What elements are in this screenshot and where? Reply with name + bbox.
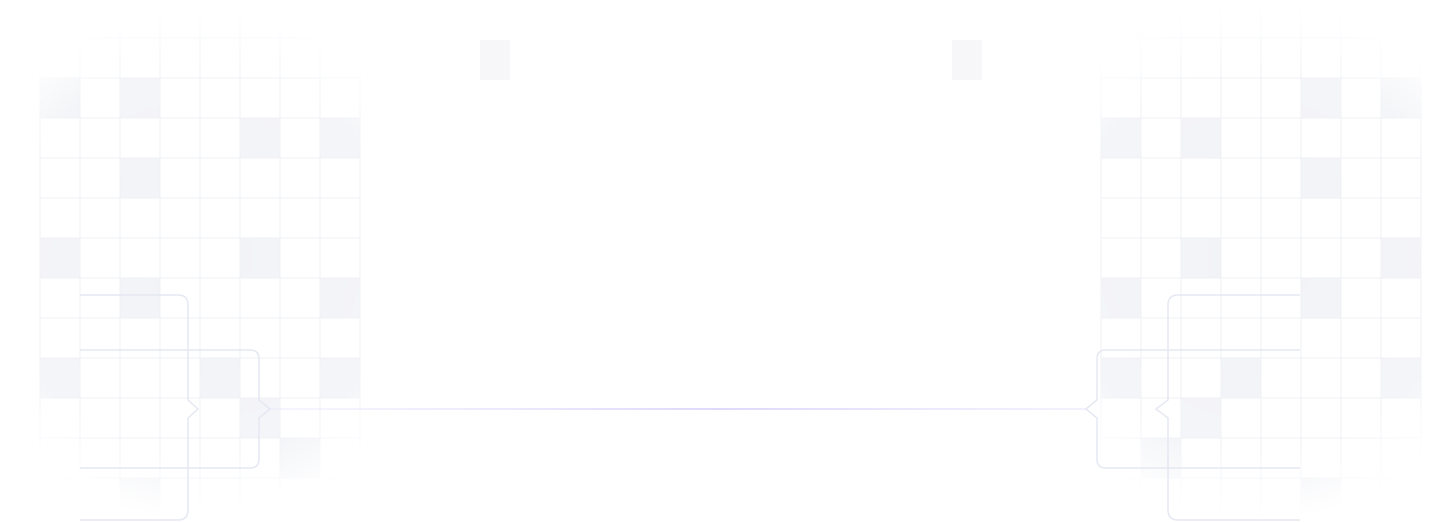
left-grid-cell xyxy=(40,238,80,278)
left-grid-cell xyxy=(320,358,360,398)
right-grid-cell xyxy=(1181,238,1221,278)
right-grid-cell xyxy=(1381,358,1421,398)
left-grid-cell xyxy=(240,238,280,278)
left-grid-cell xyxy=(120,278,160,318)
floating-cell xyxy=(480,40,510,80)
left-grid-cell xyxy=(240,118,280,158)
left-grid-cell xyxy=(40,358,80,398)
left-grid-cell xyxy=(200,358,240,398)
left-grid-pattern xyxy=(39,0,361,519)
left-grid-cell xyxy=(320,278,360,318)
right-grid-cell xyxy=(1101,358,1141,398)
right-grid-cell xyxy=(1101,118,1141,158)
right-grid-cell xyxy=(1301,78,1341,118)
left-grid-cell xyxy=(120,478,160,518)
right-grid-cell xyxy=(1381,238,1421,278)
left-outer-bracket xyxy=(80,294,200,521)
right-grid-cell xyxy=(1301,478,1341,518)
right-outer-bracket xyxy=(1154,294,1300,521)
left-grid-cell xyxy=(280,438,320,478)
right-grid-cell xyxy=(1141,438,1181,478)
right-grid-cell xyxy=(1181,398,1221,438)
left-grid-cell xyxy=(320,118,360,158)
right-grid-cell xyxy=(1181,118,1221,158)
right-grid-cell xyxy=(1221,358,1261,398)
right-grid-cell xyxy=(1381,78,1421,118)
left-grid-cell xyxy=(120,158,160,198)
left-grid-cell xyxy=(120,78,160,118)
left-grid-cell xyxy=(40,78,80,118)
right-grid-cell xyxy=(1101,278,1141,318)
floating-cells xyxy=(480,40,982,80)
floating-cell xyxy=(952,40,982,80)
right-grid-cell xyxy=(1301,278,1341,318)
right-grid-cell xyxy=(1301,158,1341,198)
right-grid-pattern xyxy=(1100,0,1422,519)
